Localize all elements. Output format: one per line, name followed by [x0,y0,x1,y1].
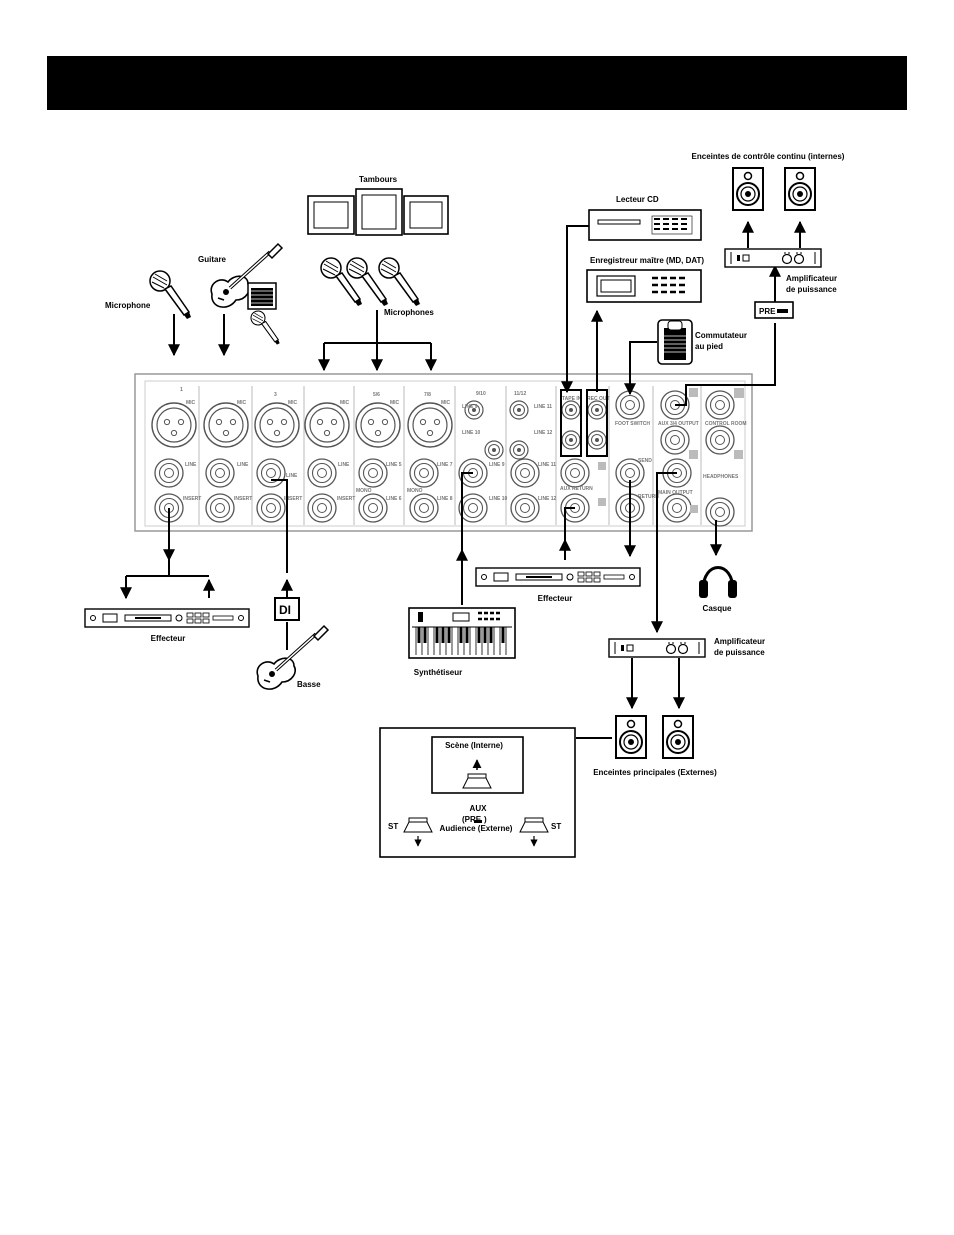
headphones [699,566,737,598]
panel-mic-1: MIC [186,400,196,406]
inset-stage: Scène (Interne) [445,741,503,750]
inset-st-left: ST [388,822,398,831]
panel-insert-1: INSERT [183,496,201,502]
panel-line-9a: LINE 9 [462,404,478,410]
effect-left [84,608,250,628]
panel-ch1: 1 [180,387,183,393]
panel-line-10b: LINE 10 [489,496,508,502]
panel-mic-4: MIC [340,400,350,406]
pre-badge: PRE [754,301,794,319]
panel-line-6: LINE 6 [386,496,402,502]
panel-mic-2: MIC [237,400,247,406]
monitor-speaker-left [732,167,764,211]
inset-aux-2: (PRE [462,815,482,824]
panel-main-output: MAIN OUTPUT [658,490,693,496]
monitor-speaker-right [784,167,816,211]
panel-insert-4: INSERT [337,496,355,502]
panel-control-room: CONTROL ROOM [705,421,747,427]
panel-tape-in: TAPE IN [562,396,582,402]
label-master-recorder: Enregistreur maître (MD, DAT) [590,256,704,265]
panel-line-1: LINE [185,462,197,468]
panel-line-12a: LINE 12 [534,430,553,436]
connection-lines [120,220,806,739]
power-amp-top [724,248,822,268]
guitar-amp [247,282,277,310]
panel-mono-2: MONO [407,488,423,494]
label-power-amp-top-1: Amplificateur [786,274,837,283]
panel-ch3: 3 [274,392,277,398]
label-main-speakers: Enceintes principales (Externes) [593,768,717,777]
panel-line-9b: LINE 9 [489,462,505,468]
panel-ch6: 7/8 [424,392,431,398]
panel-line-2: LINE [237,462,249,468]
label-power-amp-bottom-2: de puissance [714,648,765,657]
panel-aux-return: AUX RETURN [560,486,593,492]
panel-aux-out: AUX 3/4 OUTPUT [658,421,699,427]
panel-line-12b: LINE 12 [538,496,557,502]
panel-line-3: LINE [286,473,298,479]
panel-line-10a: LINE 10 [462,430,481,436]
label-microphone: Microphone [105,301,151,310]
inset-aux-2-end: ) [484,815,487,824]
label-footswitch-2: au pied [695,342,723,351]
label-guitar: Guitare [198,255,227,264]
label-power-amp-bottom-1: Amplificateur [714,637,765,646]
panel-mic-5: MIC [390,400,400,406]
label-drums: Tambours [359,175,398,184]
panel-ch5: 5/6 [373,392,380,398]
label-bass: Basse [297,680,321,689]
cd-player [588,209,702,241]
pre-badge-text: PRE [759,307,776,316]
panel-line-11a: LINE 11 [534,404,552,410]
panel-return: RETURN [638,494,659,500]
tape-in-highlight [560,389,582,457]
power-amp-bottom [608,638,706,658]
panel-insert-3: INSERT [284,496,302,502]
panel-rec-out: REC OUT [587,396,610,402]
master-recorder [586,269,702,303]
inset-audience: Audience (Externe) [440,824,513,833]
panel-grp-11-12: 11/12 [514,391,526,397]
small-mic [250,310,281,346]
label-synth: Synthétiseur [414,668,462,677]
panel-send: SEND [638,458,652,464]
main-speaker-left [615,715,647,759]
label-cd-player: Lecteur CD [616,195,659,204]
label-monitor-speakers: Enceintes de contrôle continu (internes) [692,152,845,161]
panel-grp-9-10: 9/10 [476,391,486,397]
panel-line-4: LINE [338,462,350,468]
label-headphones: Casque [703,604,732,613]
label-effect-left: Effecteur [151,634,186,643]
panel-line-7: LINE 7 [437,462,453,468]
di-text: DI [279,603,291,617]
main-speaker-right [662,715,694,759]
effect-right [475,567,641,587]
panel-insert-2: INSERT [234,496,252,502]
mixer-rear-panel: 1 3 5/6 7/8 MIC MIC MIC MIC MIC MIC LINE… [134,373,753,532]
label-microphones: Microphones [384,308,434,317]
panel-phones: HEADPHONES [703,474,739,480]
di-box: DI [274,597,300,621]
drums [307,188,449,236]
panel-mono-1: MONO [356,488,372,494]
foot-switch [657,319,693,365]
panel-mic-6: MIC [441,400,451,406]
label-power-amp-top-2: de puissance [786,285,837,294]
panel-line-8: LINE 8 [437,496,453,502]
panel-mic-3: MIC [288,400,298,406]
synthesizer [408,607,516,659]
rec-out-highlight [586,389,608,457]
label-effect-right: Effecteur [538,594,573,603]
title-bar [47,56,907,110]
panel-line-5: LINE 5 [386,462,402,468]
inset-st-right: ST [551,822,561,831]
inset-aux-1: AUX [470,804,488,813]
microphone [149,270,192,320]
panel-line-11b: LINE 11 [538,462,556,468]
label-footswitch-1: Commutateur [695,331,747,340]
stage-inset [379,727,576,858]
panel-foot-sw: FOOT SWITCH [615,421,650,427]
